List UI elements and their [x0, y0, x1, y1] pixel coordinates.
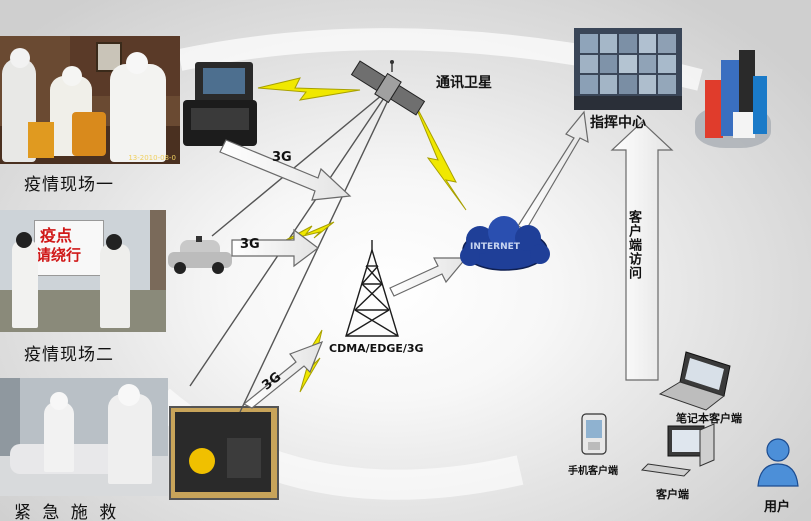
label-laptop-client: 笔记本客户端 — [676, 412, 742, 425]
arrow-case1-to-hub — [219, 139, 352, 201]
label-emergency-rescue: 紧 急 施 救 — [14, 503, 120, 521]
arrow-case2-to-tower — [242, 340, 324, 409]
internet-cloud-icon — [460, 216, 550, 271]
photo-epidemic-site-1: 13-2010-08-0 — [0, 36, 180, 164]
desktop-pc-icon — [640, 423, 715, 477]
warning-sign-line-2: 请绕行 — [36, 246, 82, 264]
vehicle-car — [166, 236, 234, 276]
label-client-access: 客户端访问 — [626, 210, 641, 280]
equipment-case-1 — [183, 60, 257, 148]
lightning-bolt-car — [285, 221, 335, 241]
label-site-2: 疫情现场二 — [24, 345, 114, 365]
label-satellite: 通讯卫星 — [436, 75, 492, 91]
arrow-tower-to-internet — [389, 257, 468, 297]
radio-tower-icon — [345, 240, 399, 337]
label-internet: INTERNET — [470, 242, 520, 252]
lightning-bolt-internet — [411, 97, 467, 211]
mobile-phone-icon — [581, 413, 607, 455]
label-user: 用户 — [764, 500, 791, 515]
satellite-link-site3 — [239, 95, 391, 413]
lightning-bolt-case1 — [257, 77, 361, 101]
arrow-car-to-hub — [231, 228, 319, 268]
label-tower: CDMA/EDGE/3G — [329, 342, 424, 355]
arrow-clients-to-command — [610, 121, 674, 381]
satellite-icon — [350, 60, 426, 116]
user-icon — [757, 438, 799, 487]
arrow-internet-to-command — [517, 110, 589, 231]
satellite-link-site1 — [211, 89, 389, 237]
photo-epidemic-site-2: 疫点 请绕行 — [0, 210, 166, 332]
label-3g-middle: 3G — [240, 237, 260, 252]
label-command-center: 指挥中心 — [590, 115, 646, 131]
buildings-icon — [695, 50, 771, 148]
label-pc-client: 客户端 — [656, 488, 689, 501]
laptop-icon — [658, 351, 731, 411]
label-mobile-client: 手机客户端 — [568, 466, 618, 477]
command-center-screen — [574, 28, 682, 110]
label-3g-top: 3G — [272, 150, 292, 165]
label-site-1: 疫情现场一 — [24, 175, 114, 195]
photo-timestamp: 13-2010-08-0 — [128, 154, 176, 162]
photo-emergency-rescue — [0, 378, 168, 496]
equipment-case-2 — [169, 406, 279, 500]
warning-sign-line-1: 疫点 — [40, 226, 73, 245]
